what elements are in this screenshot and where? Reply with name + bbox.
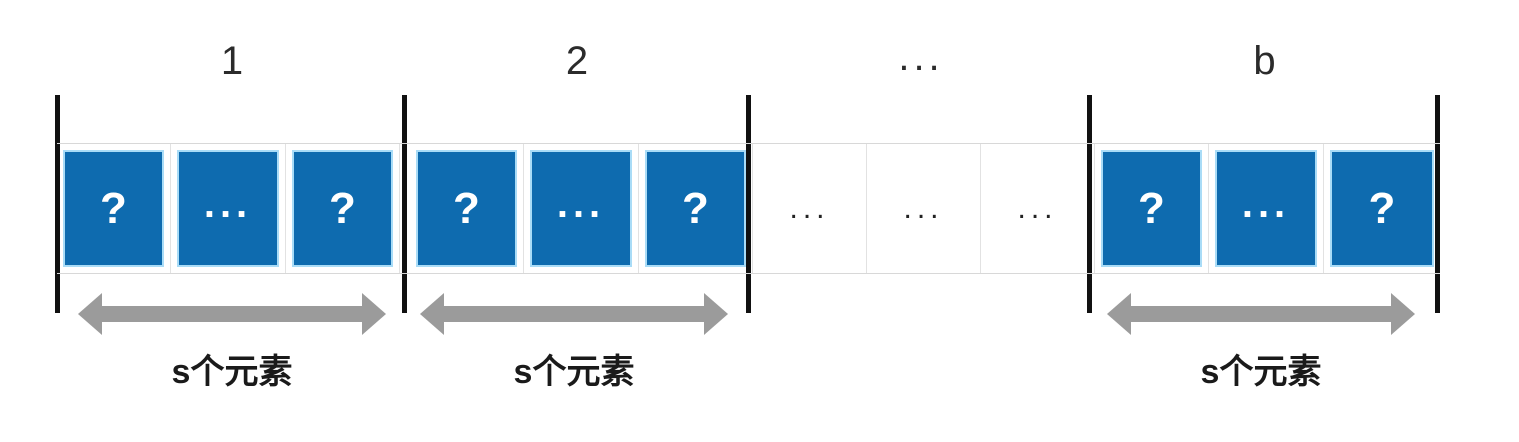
empty-cell-ellipsis: ... bbox=[1017, 191, 1058, 225]
group-label-b-text: b bbox=[1253, 39, 1276, 83]
block-divider-5 bbox=[1435, 95, 1440, 313]
measure-arrow-2 bbox=[420, 293, 728, 335]
arrow-head-left-icon bbox=[1107, 293, 1131, 335]
arrow-head-right-icon bbox=[704, 293, 728, 335]
block-divider-2 bbox=[402, 95, 407, 313]
array-cell: ... bbox=[524, 144, 639, 273]
array-cell: ? bbox=[57, 144, 171, 273]
ellipsis-element-box: ... bbox=[177, 150, 279, 267]
array-cell: ... bbox=[981, 144, 1095, 273]
group-label-2-text: 2 bbox=[565, 39, 589, 83]
array-cell: ? bbox=[639, 144, 753, 273]
arrow-shaft bbox=[1129, 306, 1393, 322]
group-label-1-text: 1 bbox=[220, 39, 244, 83]
array-cell: ... bbox=[753, 144, 867, 273]
block-divider-3 bbox=[746, 95, 751, 313]
group-label-1: 1 bbox=[62, 34, 402, 88]
measure-arrow-3 bbox=[1107, 293, 1415, 335]
unknown-element-box: ? bbox=[63, 150, 164, 267]
empty-cell-ellipsis: ... bbox=[789, 191, 830, 225]
arrow-shaft bbox=[100, 306, 364, 322]
ellipsis-element-box: ... bbox=[1215, 150, 1317, 267]
arrow-head-right-icon bbox=[1391, 293, 1415, 335]
measure-arrow-1 bbox=[78, 293, 386, 335]
array-strip: ?...??...?.........?...? bbox=[57, 143, 1440, 274]
arrow-head-left-icon bbox=[420, 293, 444, 335]
group-label-ellipsis: ... bbox=[752, 30, 1090, 84]
group-label-2: 2 bbox=[408, 34, 746, 88]
array-cell: ? bbox=[1324, 144, 1440, 273]
group-label-ellipsis-text: ... bbox=[898, 35, 944, 79]
array-cell: ... bbox=[867, 144, 981, 273]
unknown-element-box: ? bbox=[416, 150, 517, 267]
arrow-head-left-icon bbox=[78, 293, 102, 335]
ellipsis-element-box: ... bbox=[530, 150, 632, 267]
unknown-element-box: ? bbox=[1330, 150, 1434, 267]
array-cell: ? bbox=[410, 144, 524, 273]
unknown-element-box: ? bbox=[645, 150, 746, 267]
array-cell: ... bbox=[171, 144, 286, 273]
group-label-b: b bbox=[1093, 34, 1436, 88]
unknown-element-box: ? bbox=[292, 150, 393, 267]
array-cell: ? bbox=[286, 144, 400, 273]
block-divider-1 bbox=[55, 95, 60, 313]
array-cell: ? bbox=[1095, 144, 1209, 273]
measure-caption-3: s个元素 bbox=[1200, 353, 1322, 391]
measure-caption-2: s个元素 bbox=[513, 353, 635, 391]
empty-cell-ellipsis: ... bbox=[903, 191, 944, 225]
array-cell: ... bbox=[1209, 144, 1324, 273]
arrow-shaft bbox=[442, 306, 706, 322]
unknown-element-box: ? bbox=[1101, 150, 1202, 267]
measure-caption-1: s个元素 bbox=[171, 353, 293, 391]
arrow-head-right-icon bbox=[362, 293, 386, 335]
block-divider-4 bbox=[1087, 95, 1092, 313]
